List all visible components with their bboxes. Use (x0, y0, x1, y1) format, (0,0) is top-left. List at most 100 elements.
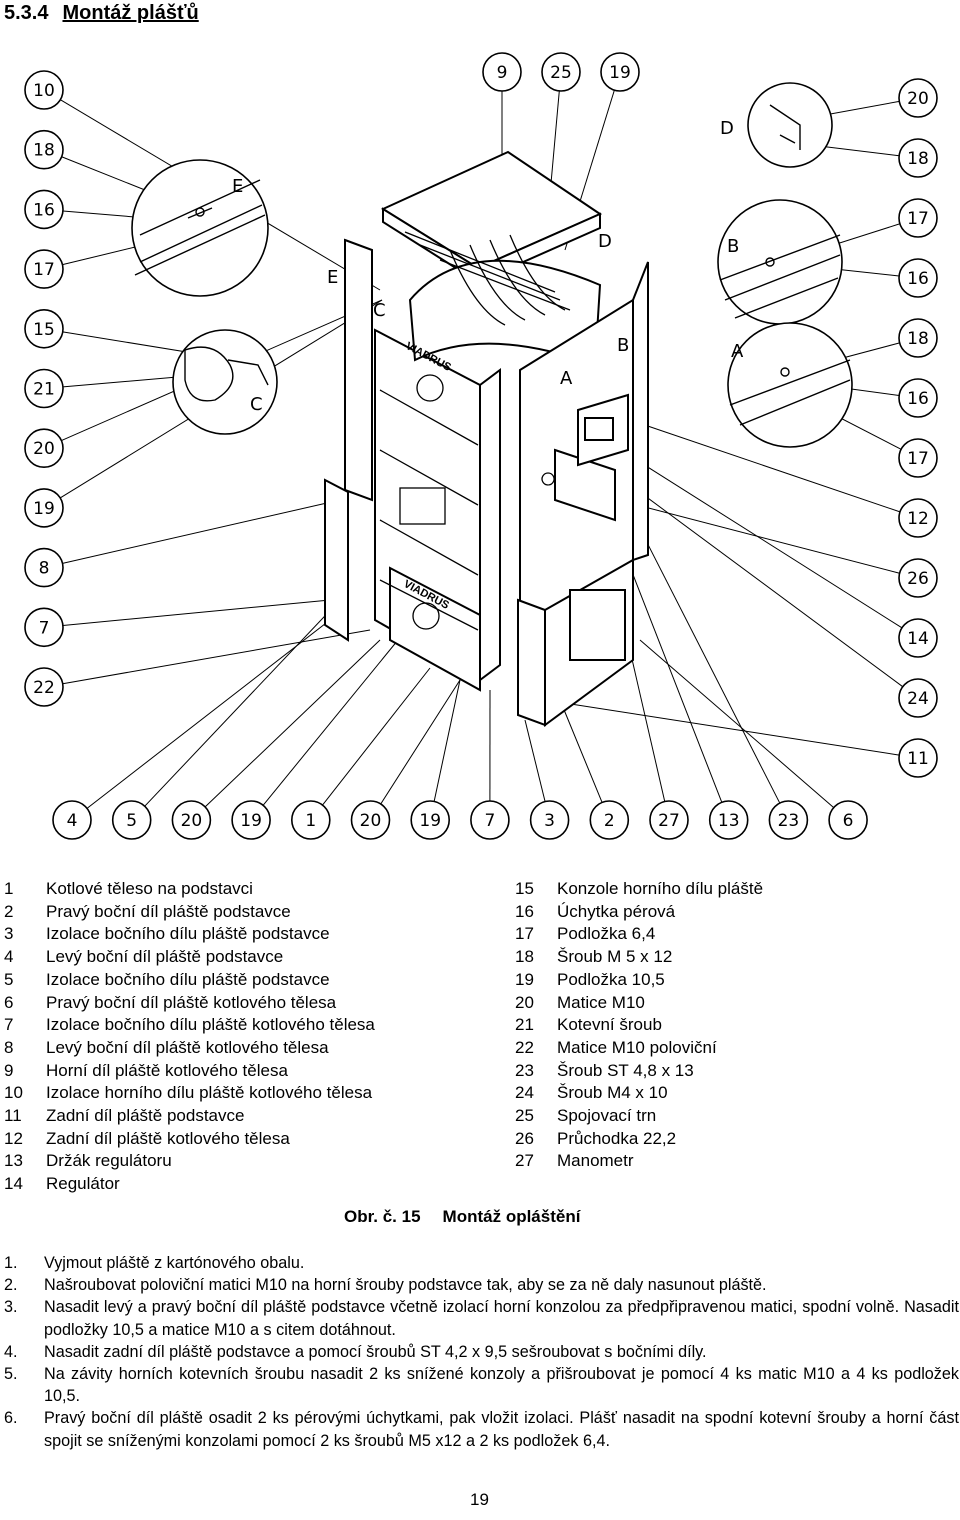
ash-door (389, 566, 481, 692)
step-item: 1.Vyjmout pláště z kartónového obalu. (4, 1254, 305, 1272)
callout-circle (898, 678, 938, 718)
callout-circle (589, 800, 630, 840)
callout-circle (898, 738, 938, 778)
leader-line (559, 699, 603, 803)
callout-circle (231, 800, 271, 840)
callout-number: 19 (33, 499, 55, 519)
callout-number: 16 (33, 200, 55, 220)
step-item: 2.Našroubovat poloviční matici M10 na ho… (4, 1276, 767, 1295)
callout-circle (24, 308, 64, 349)
figure-caption: Obr. č. 15 Montáž opláštění (344, 1207, 580, 1227)
callout-circle (828, 800, 868, 840)
callout-number: 18 (907, 149, 929, 169)
callout-number: 15 (33, 320, 55, 340)
detail-letter: B (617, 335, 629, 356)
callout-number: 7 (39, 618, 50, 638)
callout-number: 18 (907, 329, 929, 349)
top-cover (380, 150, 603, 270)
callout-circle (24, 488, 64, 528)
page-number: 19 (470, 1490, 489, 1509)
callout-circle (410, 800, 451, 840)
callout-number: 16 (907, 389, 929, 409)
callout-number: 4 (67, 811, 78, 831)
callout-number: 10 (33, 81, 55, 101)
callout-number: 21 (33, 380, 55, 400)
detail-letter: C (250, 394, 263, 415)
detail-letter: C (373, 300, 386, 321)
callout-number: 17 (907, 449, 929, 469)
callout-circle (898, 438, 938, 478)
detail-letter: A (731, 341, 744, 362)
callout-number: 20 (33, 439, 55, 459)
leader-line (609, 469, 904, 688)
leader-line (322, 667, 431, 806)
callout-circle (24, 667, 64, 707)
callout-number: 12 (907, 509, 929, 529)
callout-circle (24, 189, 64, 230)
step-item: 3.Nasadit levý a pravý boční díl pláště … (4, 1298, 959, 1339)
callout-number: 23 (778, 811, 800, 831)
callout-circle (898, 318, 938, 358)
callout-number: 19 (240, 811, 262, 831)
assembly-steps: 1.Vyjmout pláště z kartónového obalu. 2.… (4, 1252, 959, 1452)
callout-number: 19 (609, 63, 631, 83)
callout-circle (541, 52, 581, 92)
callout-number: 26 (907, 569, 929, 589)
callout-number: 17 (33, 260, 55, 280)
leader-line (544, 699, 900, 756)
callout-circle (649, 800, 689, 840)
step-item: 6.Pravý boční díl pláště osadit 2 ks pér… (4, 1409, 959, 1450)
callout-number: 1 (305, 811, 316, 831)
step-item: 4.Nasadit zadní díl pláště podstavce a p… (4, 1342, 707, 1361)
detail-letter: A (560, 368, 573, 389)
callout-number: 6 (843, 811, 854, 831)
callout-circle (290, 800, 331, 840)
left-side-panel-upper (344, 238, 373, 502)
section-number: 5.3.4 (4, 2, 49, 24)
figure-label: Obr. č. 15 (344, 1207, 421, 1226)
detail-circle-d (747, 82, 833, 168)
left-side-panel-lower (324, 478, 349, 642)
callout-markers: 1018161715212019872220181716181617122614… (24, 52, 938, 840)
leader-line (62, 331, 206, 356)
leader-line (629, 419, 901, 513)
callout-circle (111, 800, 152, 840)
callout-number: 7 (484, 811, 495, 831)
leader-line (433, 679, 461, 802)
figure-title: Montáž opláštění (442, 1207, 581, 1226)
leader-line (62, 499, 341, 564)
callout-circle (171, 800, 212, 840)
callout-circle (898, 498, 938, 538)
callout-number: 9 (497, 63, 508, 83)
leader-line (62, 629, 371, 685)
leader-line (262, 639, 399, 806)
leader-line (86, 619, 331, 809)
detail-circle-a (727, 322, 853, 448)
callout-number: 5 (126, 811, 137, 831)
callout-circle (898, 78, 938, 118)
callout-circle (898, 378, 938, 418)
callout-circle (600, 52, 640, 92)
callout-circle (350, 800, 391, 840)
callout-circle (24, 70, 64, 110)
callout-number: 3 (544, 811, 555, 831)
callout-number: 27 (658, 811, 680, 831)
callout-number: 24 (907, 689, 929, 709)
callout-circle (470, 800, 510, 840)
